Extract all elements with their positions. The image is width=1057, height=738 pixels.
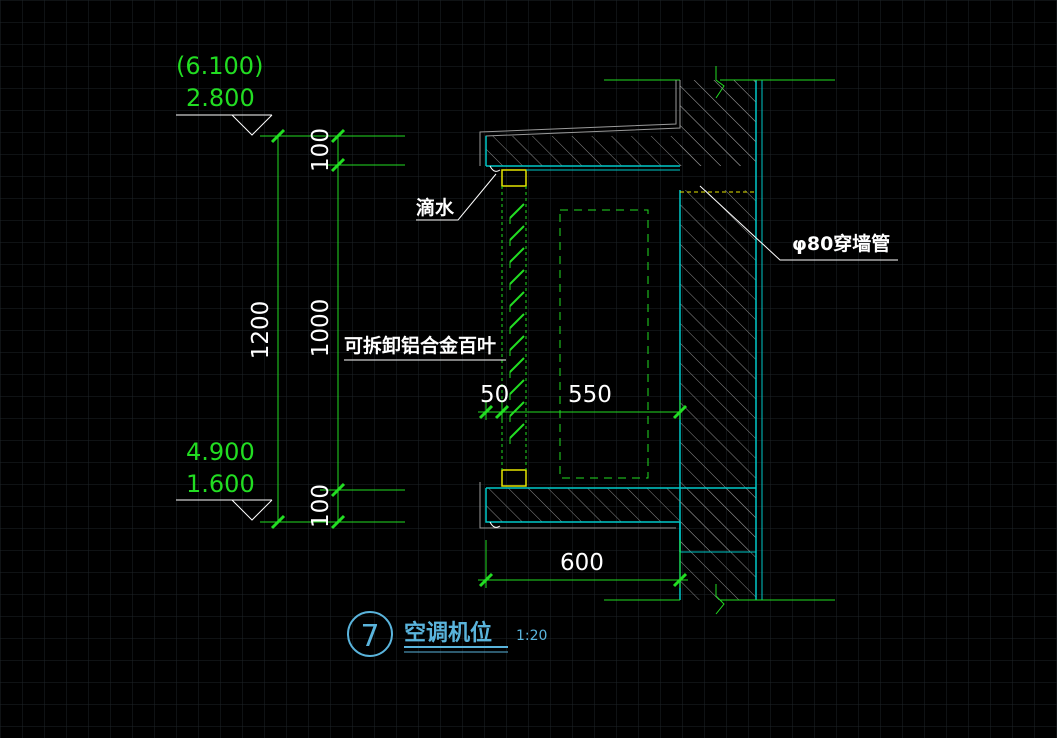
detail-number-circle bbox=[347, 611, 393, 657]
drawing-scale: 1:20 bbox=[516, 628, 547, 644]
label-wall-pipe: φ80穿墙管 bbox=[792, 232, 890, 255]
leader-drip bbox=[416, 173, 497, 221]
elevation-upper-alt: (6.100) bbox=[176, 52, 263, 80]
elevation-lower-alt: 4.900 bbox=[186, 438, 255, 466]
drawing-title: 空调机位 bbox=[404, 620, 492, 646]
dimension-chain-vertical bbox=[260, 128, 405, 530]
dim-louver-depth: 50 bbox=[480, 382, 509, 408]
detail-number: 7 bbox=[360, 619, 379, 654]
label-drip: 滴水 bbox=[416, 196, 455, 219]
dim-opening: 1000 bbox=[308, 299, 334, 358]
dim-top-slab: 100 bbox=[308, 128, 334, 172]
dimension-chain-horizontal-lower bbox=[478, 540, 688, 588]
elevation-lower: 1.600 bbox=[186, 470, 255, 498]
title-block: 7 空调机位 1:20 bbox=[347, 611, 547, 657]
bottom-slab bbox=[479, 482, 756, 552]
dimension-chain-horizontal-upper bbox=[478, 400, 688, 420]
dim-unit-depth: 550 bbox=[568, 382, 612, 408]
label-louver: 可拆卸铝合金百叶 bbox=[344, 334, 496, 357]
dim-total-height: 1200 bbox=[248, 301, 274, 360]
louver bbox=[501, 169, 527, 487]
leader-wall-pipe bbox=[699, 185, 898, 261]
elevation-upper: 2.800 bbox=[186, 84, 255, 112]
dim-bottom-slab: 100 bbox=[308, 484, 334, 528]
elevation-marker-lower: 4.900 1.600 bbox=[176, 438, 273, 521]
top-slab bbox=[479, 80, 756, 172]
elevation-marker-upper: (6.100) 2.800 bbox=[176, 52, 273, 136]
ac-unit-outline bbox=[559, 209, 649, 479]
dim-platform-depth: 600 bbox=[560, 550, 604, 576]
